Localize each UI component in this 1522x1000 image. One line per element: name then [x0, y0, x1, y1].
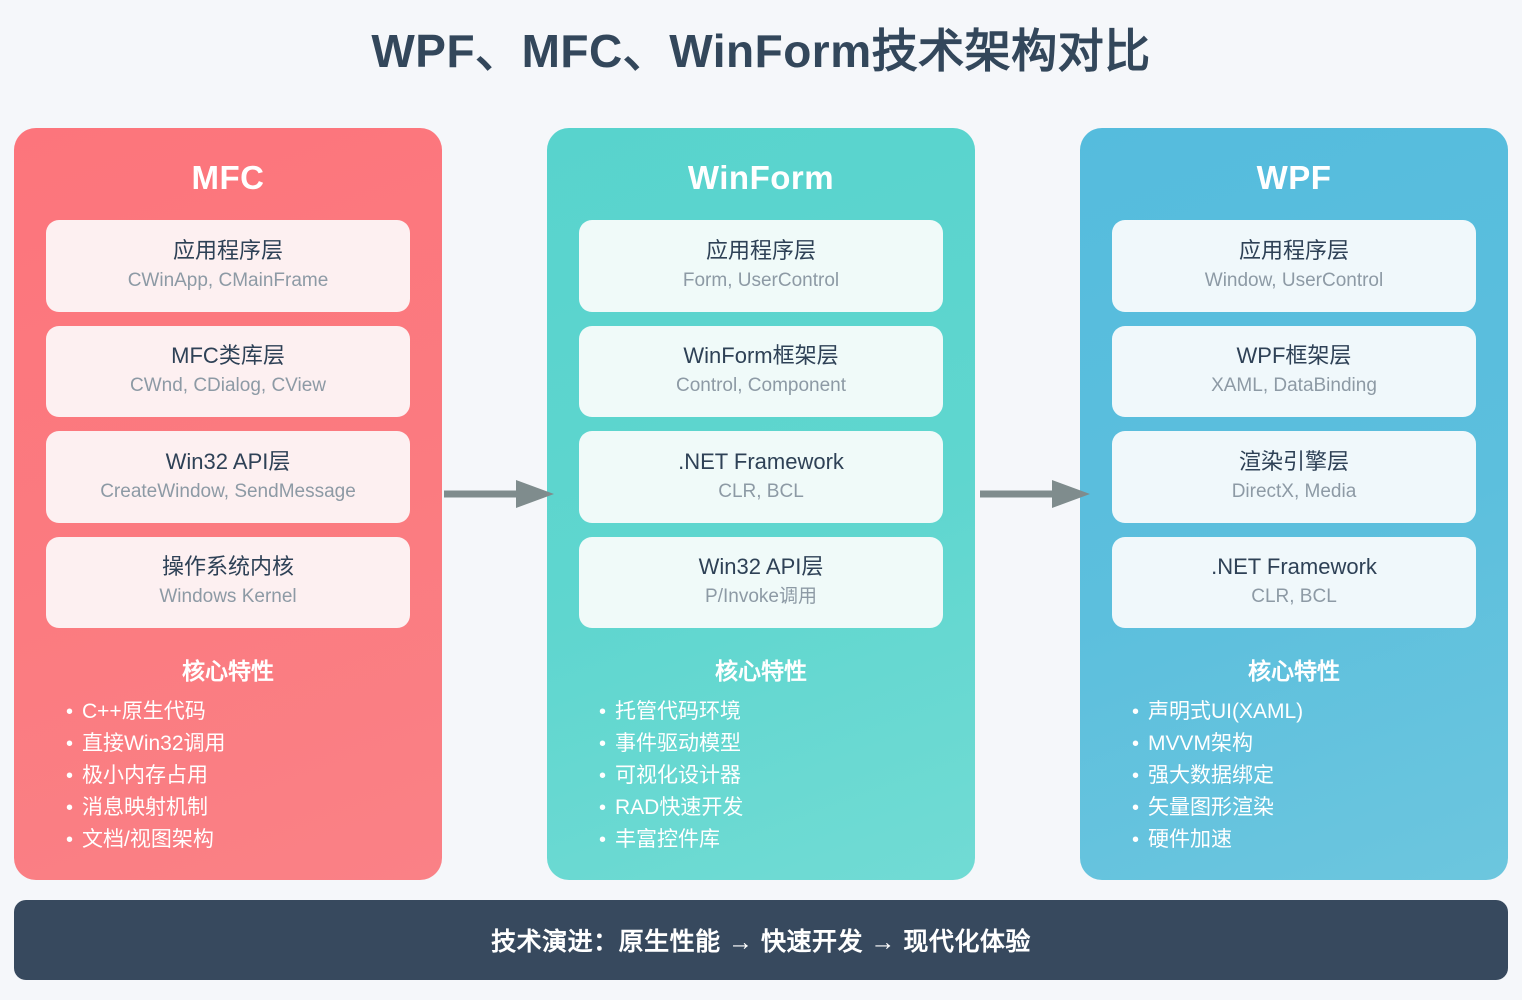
feature-item: C++原生代码 [66, 696, 410, 728]
layer-box: MFC类库层 CWnd, CDialog, CView [46, 325, 410, 417]
layer-box: .NET Framework CLR, BCL [579, 431, 943, 523]
layer-box: 应用程序层 Window, UserControl [1112, 220, 1476, 312]
features-list: 托管代码环境 事件驱动模型 可视化设计器 RAD快速开发 丰富控件库 [579, 696, 943, 856]
page-title: WPF、MFC、WinForm技术架构对比 [371, 25, 1151, 77]
feature-item: 丰富控件库 [599, 824, 943, 856]
layer-subtitle: CreateWindow, SendMessage [100, 480, 356, 502]
layer-box: 应用程序层 CWinApp, CMainFrame [46, 220, 410, 312]
features-title: 核心特性 [182, 658, 274, 684]
layer-box: Win32 API层 P/Invoke调用 [579, 536, 943, 628]
layer-subtitle: DirectX, Media [1231, 480, 1357, 502]
layer-subtitle: Windows Kernel [159, 586, 297, 608]
layer-subtitle: Window, UserControl [1204, 269, 1384, 291]
arrow-right-icon [444, 478, 554, 510]
feature-item: 声明式UI(XAML) [1132, 696, 1476, 728]
layer-box: WinForm框架层 Control, Component [579, 325, 943, 417]
layer-title: 应用程序层 [172, 237, 283, 263]
features-title: 核心特性 [1248, 658, 1340, 684]
arrow-right-icon [980, 478, 1090, 510]
layer-box: .NET Framework CLR, BCL [1112, 536, 1476, 628]
layer-box: 操作系统内核 Windows Kernel [46, 536, 410, 628]
layer-box: 应用程序层 Form, UserControl [579, 220, 943, 312]
feature-item: 矢量图形渲染 [1132, 792, 1476, 824]
layer-subtitle: CLR, BCL [718, 480, 804, 502]
layer-title: Win32 API层 [165, 448, 291, 474]
feature-item: 事件驱动模型 [599, 728, 943, 760]
feature-item: 消息映射机制 [66, 792, 410, 824]
layer-title: Win32 API层 [698, 554, 824, 580]
feature-item: MVVM架构 [1132, 728, 1476, 760]
footer-summary-bar: 技术演进：原生性能 → 快速开发 → 现代化体验 [14, 900, 1508, 980]
layer-box: 渲染引擎层 DirectX, Media [1112, 431, 1476, 523]
feature-item: 硬件加速 [1132, 824, 1476, 856]
feature-item: 极小内存占用 [66, 760, 410, 792]
layer-box: WPF框架层 XAML, DataBinding [1112, 325, 1476, 417]
feature-item: RAD快速开发 [599, 792, 943, 824]
layer-title: 操作系统内核 [161, 554, 294, 580]
layer-title: 应用程序层 [705, 237, 816, 263]
column-header-wpf: WPF [1256, 159, 1332, 196]
features-list: 声明式UI(XAML) MVVM架构 强大数据绑定 矢量图形渲染 硬件加速 [1112, 696, 1476, 856]
layer-subtitle: Form, UserControl [682, 269, 840, 291]
layer-subtitle: P/Invoke调用 [705, 586, 817, 608]
footer-summary-text: 技术演进：原生性能 → 快速开发 → 现代化体验 [491, 928, 1031, 956]
layer-title: WinForm框架层 [683, 343, 839, 369]
architecture-columns: MFC 应用程序层 CWinApp, CMainFrame MFC类库层 CWn… [14, 128, 1508, 880]
layer-subtitle: CWinApp, CMainFrame [127, 269, 329, 291]
layer-title: MFC类库层 [171, 343, 285, 369]
layer-subtitle: Control, Component [675, 375, 847, 397]
layer-subtitle: XAML, DataBinding [1211, 375, 1377, 397]
layer-title: 渲染引擎层 [1238, 448, 1349, 474]
column-mfc: MFC 应用程序层 CWinApp, CMainFrame MFC类库层 CWn… [14, 128, 442, 880]
feature-item: 文档/视图架构 [66, 824, 410, 856]
features-list: C++原生代码 直接Win32调用 极小内存占用 消息映射机制 文档/视图架构 [46, 696, 410, 856]
layer-title: .NET Framework [1211, 554, 1377, 580]
column-header-mfc: MFC [191, 159, 265, 196]
feature-item: 直接Win32调用 [66, 728, 410, 760]
column-header-winform: WinForm [687, 159, 835, 196]
column-wpf: WPF 应用程序层 Window, UserControl WPF框架层 XAM… [1080, 128, 1508, 880]
layer-subtitle: CLR, BCL [1251, 586, 1337, 608]
feature-item: 强大数据绑定 [1132, 760, 1476, 792]
features-title: 核心特性 [715, 658, 807, 684]
layer-title: WPF框架层 [1236, 343, 1352, 369]
layer-title: 应用程序层 [1238, 237, 1349, 263]
layer-subtitle: CWnd, CDialog, CView [129, 375, 327, 397]
feature-item: 托管代码环境 [599, 696, 943, 728]
feature-item: 可视化设计器 [599, 760, 943, 792]
layer-title: .NET Framework [678, 448, 844, 474]
column-winform: WinForm 应用程序层 Form, UserControl WinForm框… [547, 128, 975, 880]
layer-box: Win32 API层 CreateWindow, SendMessage [46, 431, 410, 523]
